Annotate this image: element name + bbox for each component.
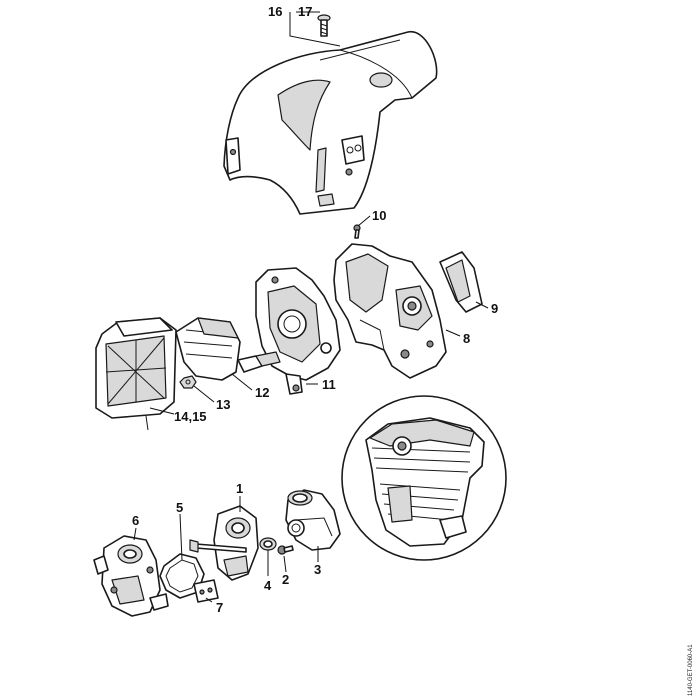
shroud-part-8 [333,243,447,379]
callout-11: 11 [322,377,336,392]
callout-9: 9 [491,301,498,316]
callout-16: 16 [268,4,282,19]
callout-6: 6 [132,513,139,528]
callout-2: 2 [282,572,289,587]
callout-7: 7 [216,600,223,615]
screw-part-10 [353,224,361,239]
top-cover-part-16 [223,31,438,215]
callout-1: 1 [236,481,243,496]
callout-17: 17 [298,4,312,19]
callout-5: 5 [176,500,183,515]
leader-lines [133,11,489,603]
callout-8: 8 [463,331,470,346]
spacer-block-part-7 [193,579,219,603]
cylinder-detail-circle [341,395,507,561]
callout-labels: 16 17 10 9 8 11 12 13 14,15 1 2 3 4 5 6 … [132,4,498,615]
bracket-part-9 [439,251,483,313]
nut-part-13 [179,375,197,389]
connector-part-12 [237,351,281,373]
engine-housing-part-11 [255,267,341,395]
screw-part-17 [317,14,331,37]
callout-4: 4 [264,578,272,593]
bolt-part [189,539,247,553]
callout-12: 12 [255,385,269,400]
carburetor-part-6 [93,535,169,617]
screw-part-2 [277,545,294,555]
callout-3: 3 [314,562,321,577]
callout-14-15: 14,15 [174,409,207,424]
reference-code: 1140-GET-0060-A1 [688,644,694,696]
callout-13: 13 [216,397,230,412]
filter-cover-part [175,317,241,381]
intake-manifold-part-1 [213,505,259,581]
air-filter-part-14-15 [95,317,177,431]
callout-10: 10 [372,208,386,223]
flange-part-3 [285,489,341,551]
ring-part-4 [259,537,277,551]
